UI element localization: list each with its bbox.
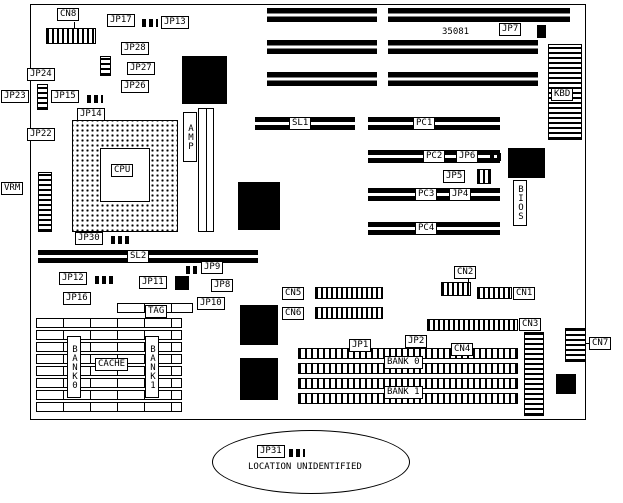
chipset-chip-top xyxy=(182,56,227,104)
label-jp27: JP27 xyxy=(127,62,155,75)
label-cache-bank1: BANK1 xyxy=(145,336,159,398)
label-bios: BIOS xyxy=(513,180,527,226)
label-jp5: JP5 xyxy=(443,170,466,183)
jumper-jp6 xyxy=(490,153,502,161)
label-jp11: JP11 xyxy=(139,276,167,289)
sram-row xyxy=(36,390,182,400)
label-simm-bank0: BANK 0 xyxy=(384,356,423,369)
label-cn4: CN4 xyxy=(451,343,474,356)
connector-cn7 xyxy=(565,328,586,362)
label-jp28: JP28 xyxy=(121,42,149,55)
label-sl1: SL1 xyxy=(289,117,312,130)
bios-chip xyxy=(508,148,545,178)
label-jp30: JP30 xyxy=(75,232,103,245)
label-pc3: PC3 xyxy=(415,188,438,201)
amp-regulator xyxy=(198,108,214,232)
label-jp8: JP8 xyxy=(211,279,234,292)
jumper-jp12 xyxy=(95,276,113,284)
label-jp31: JP31 xyxy=(257,445,285,458)
label-jp9: JP9 xyxy=(201,261,224,274)
vrm-connector xyxy=(38,172,52,232)
jumper-jp17 xyxy=(142,19,158,27)
label-jp6: JP6 xyxy=(456,150,479,163)
label-cache-bank0: BANK0 xyxy=(67,336,81,398)
sram-row xyxy=(36,318,182,328)
jumper-jp5 xyxy=(477,169,491,184)
label-jp10: JP10 xyxy=(197,297,225,310)
label-jp17: JP17 xyxy=(107,14,135,27)
isa-slot-1-left xyxy=(267,8,377,22)
label-cn3: CN3 xyxy=(519,318,542,331)
connector-cn1 xyxy=(477,287,512,299)
connector-cn5 xyxy=(315,287,383,299)
label-jp1: JP1 xyxy=(349,339,372,352)
label-cn2: CN2 xyxy=(454,266,477,279)
sram-row xyxy=(36,378,182,388)
label-cpu: CPU xyxy=(111,164,134,177)
leader-line-cn8 xyxy=(74,22,75,28)
label-jp14: JP14 xyxy=(77,108,105,121)
connector-cn8 xyxy=(46,28,96,44)
label-jp12: JP12 xyxy=(59,272,87,285)
leader-line-cn2 xyxy=(468,279,469,283)
label-jp13: JP13 xyxy=(161,16,189,29)
isa-slot-2-left xyxy=(267,40,377,54)
sram-row xyxy=(36,330,182,340)
label-pc2: PC2 xyxy=(423,150,446,163)
sram-row xyxy=(36,342,182,352)
jumper-jp31 xyxy=(289,449,305,457)
jumper-jp9 xyxy=(186,266,199,274)
label-jp24: JP24 xyxy=(27,68,55,81)
label-jp26: JP26 xyxy=(121,80,149,93)
isa-slot-3-left xyxy=(267,72,377,86)
label-jp15: JP15 xyxy=(51,90,79,103)
label-simm-bank1: BANK 1 xyxy=(384,386,423,399)
label-pc4: PC4 xyxy=(415,222,438,235)
note-text: LOCATION UNIDENTIFIED xyxy=(248,462,362,472)
label-jp7: JP7 xyxy=(499,23,522,36)
label-jp16: JP16 xyxy=(63,292,91,305)
label-jp22: JP22 xyxy=(27,128,55,141)
bottom-right-chip xyxy=(556,374,576,394)
isa-slot-3-right xyxy=(388,72,538,86)
label-cn6: CN6 xyxy=(282,307,305,320)
label-pc1: PC1 xyxy=(413,117,436,130)
label-cn7: CN7 xyxy=(589,337,612,350)
label-cache: CACHE xyxy=(95,358,129,371)
connector-cn6 xyxy=(315,307,383,319)
isa-slot-1-right xyxy=(388,8,570,22)
chipset-chip-mid xyxy=(238,182,280,230)
note-ellipse xyxy=(212,430,410,494)
jumper-jp22-jp23-jp24 xyxy=(37,84,48,110)
label-sl2: SL2 xyxy=(127,250,150,263)
jumper-jp7 xyxy=(537,25,546,38)
label-jp23: JP23 xyxy=(1,90,29,103)
label-jp4: JP4 xyxy=(449,188,472,201)
label-cn8: CN8 xyxy=(57,8,80,21)
leader-line-cn7 xyxy=(586,343,589,344)
label-cn1: CN1 xyxy=(513,287,536,300)
jumper-jp15 xyxy=(87,95,103,103)
jumper-jp27-jp28 xyxy=(100,56,111,76)
label-kbd: KBD xyxy=(551,88,574,101)
sram-row xyxy=(36,402,182,412)
connector-cn4 xyxy=(524,332,544,416)
label-tag: TAG xyxy=(145,305,168,318)
label-amp: AMP xyxy=(183,112,197,162)
board-part-number: 35081 xyxy=(442,27,470,37)
connector-cn3 xyxy=(427,319,518,331)
jumper-jp11 xyxy=(175,276,189,290)
isa-slot-2-right xyxy=(388,40,538,54)
label-cn5: CN5 xyxy=(282,287,305,300)
connector-cn2 xyxy=(441,282,471,296)
label-vrm: VRM xyxy=(1,182,24,195)
chipset-chip-bottom-1 xyxy=(240,305,278,345)
label-jp2: JP2 xyxy=(405,335,428,348)
jumper-jp30 xyxy=(111,236,131,244)
chipset-chip-bottom-2 xyxy=(240,358,278,400)
